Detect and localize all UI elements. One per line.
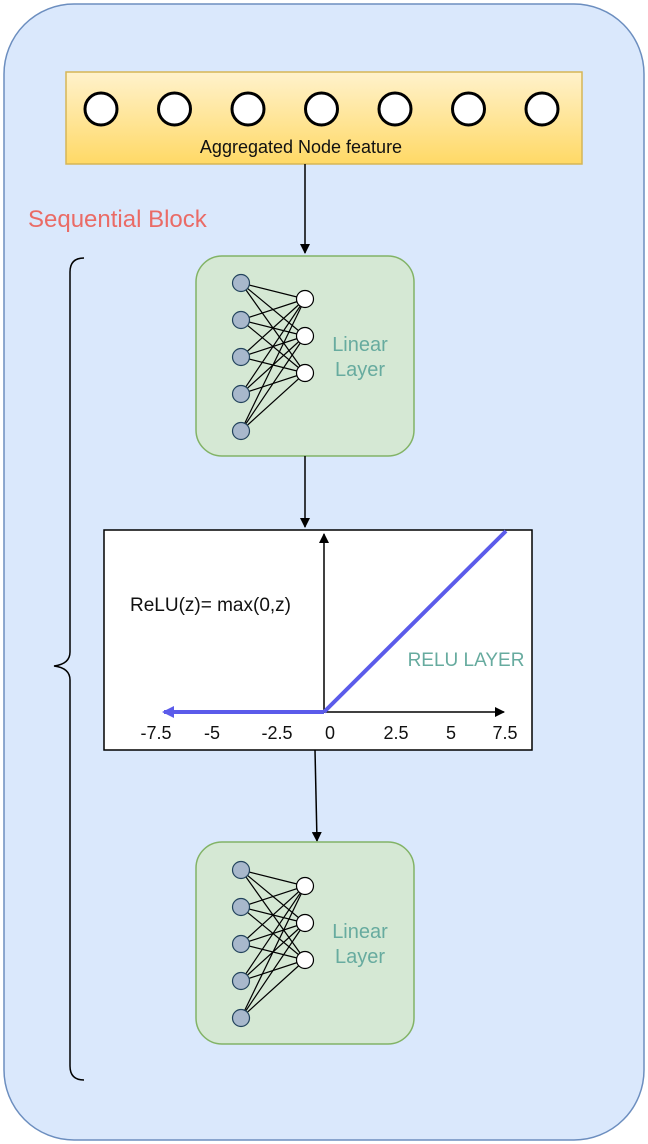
relu-tick-label: -2.5 — [261, 723, 292, 743]
network-edge — [240, 922, 306, 1019]
input-node — [83, 91, 119, 127]
relu-formula: ReLU(z)= max(0,z) — [130, 595, 291, 616]
input-neuron — [231, 310, 251, 330]
relu-tick-label: 2.5 — [383, 723, 408, 743]
relu-tick-label: 7.5 — [492, 723, 517, 743]
linear-layer-2-network — [231, 860, 315, 1028]
sequential-brace — [53, 257, 85, 1081]
input-neuron — [231, 347, 251, 367]
relu-tick-label: -5 — [204, 723, 220, 743]
network-edge — [240, 959, 306, 1019]
output-neuron — [295, 876, 315, 896]
input-neuron — [231, 421, 251, 441]
linear-layer-1-box — [195, 255, 415, 457]
input-neuron — [231, 897, 251, 917]
sequential-block-label: Sequential Block — [28, 206, 208, 233]
relu-tick-label: 0 — [325, 723, 335, 743]
input-neuron — [231, 971, 251, 991]
output-neuron — [295, 326, 315, 346]
input-neuron — [231, 1008, 251, 1028]
input-feature-label: Aggregated Node feature — [200, 137, 402, 157]
relu-positive-branch — [322, 529, 508, 714]
network-edge — [240, 298, 306, 432]
relu-layer-title: RELU LAYER — [408, 650, 525, 671]
input-node — [230, 91, 266, 127]
network-edge — [240, 885, 306, 982]
network-edge — [240, 372, 306, 432]
input-node-row — [83, 91, 560, 127]
output-neuron — [295, 363, 315, 383]
output-neuron — [295, 913, 315, 933]
linear-layer-1-label-line1: Linear — [332, 334, 388, 356]
linear-layer-2-box — [195, 841, 415, 1045]
network-edge — [240, 335, 306, 432]
network-edge — [240, 885, 306, 1019]
linear-layer-2-label-line2: Layer — [335, 946, 385, 968]
input-node — [451, 91, 486, 127]
relu-layer-box — [103, 529, 533, 751]
input-neuron — [231, 273, 251, 293]
input-node — [524, 91, 560, 127]
network-edge — [240, 298, 306, 321]
relu-tick-labels: -7.5 -5 -2.5 0 2.5 5 7.5 — [140, 723, 517, 743]
network-edge — [240, 869, 306, 887]
linear-layer-1-network — [231, 273, 315, 441]
relu-tick-label: 5 — [446, 723, 456, 743]
linear-layer-2-label-line1: Linear — [332, 921, 388, 943]
network-edge — [240, 282, 306, 300]
output-neuron — [295, 289, 315, 309]
input-node — [377, 91, 413, 127]
linear-layer-1-label-line2: Layer — [335, 359, 385, 381]
input-neuron — [231, 384, 251, 404]
output-neuron — [295, 950, 315, 970]
network-edge — [240, 298, 306, 395]
network-edge — [240, 298, 306, 358]
input-node — [157, 91, 192, 127]
input-node — [304, 91, 339, 127]
relu-tick-label: -7.5 — [140, 723, 171, 743]
network-edge — [240, 885, 306, 945]
arrow-relu-to-linear2 — [311, 749, 322, 842]
input-neuron — [231, 860, 251, 880]
input-neuron — [231, 934, 251, 954]
network-edge — [240, 885, 306, 908]
